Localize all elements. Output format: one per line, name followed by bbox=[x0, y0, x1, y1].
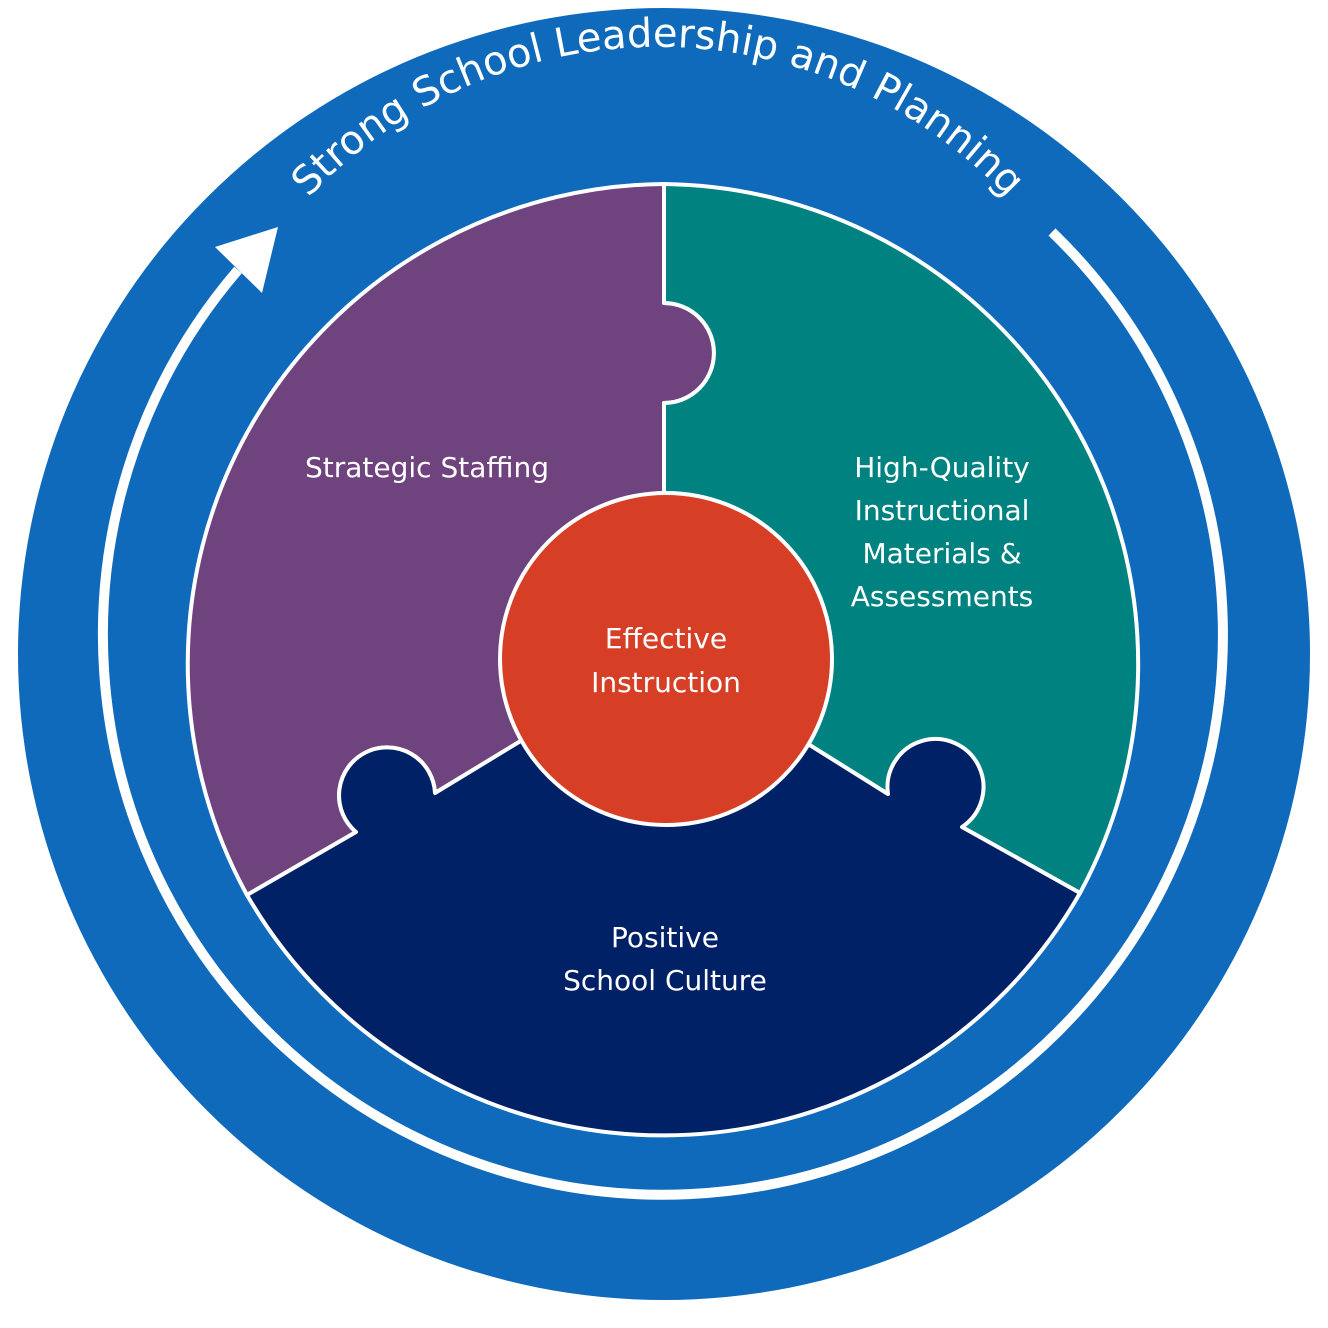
label-strategic-staffing: Strategic Staffing bbox=[305, 451, 549, 484]
label-center-line2: Instruction bbox=[591, 666, 741, 699]
piece-school-culture bbox=[245, 652, 1082, 1138]
label-hqim-line1: High-Quality bbox=[854, 451, 1030, 484]
label-hqim-line2: Instructional bbox=[855, 494, 1030, 527]
label-school-culture-line1: Positive bbox=[611, 921, 719, 954]
center-circle bbox=[498, 491, 834, 827]
ring-arrow-head-icon bbox=[215, 227, 278, 293]
label-school-culture-line2: School Culture bbox=[563, 964, 767, 997]
label-hqim-line4: Assessments bbox=[851, 580, 1034, 613]
label-center-line1: Effective bbox=[605, 622, 727, 655]
label-hqim-line3: Materials & bbox=[862, 537, 1021, 570]
ring-arrow-track bbox=[97, 228, 1228, 1200]
